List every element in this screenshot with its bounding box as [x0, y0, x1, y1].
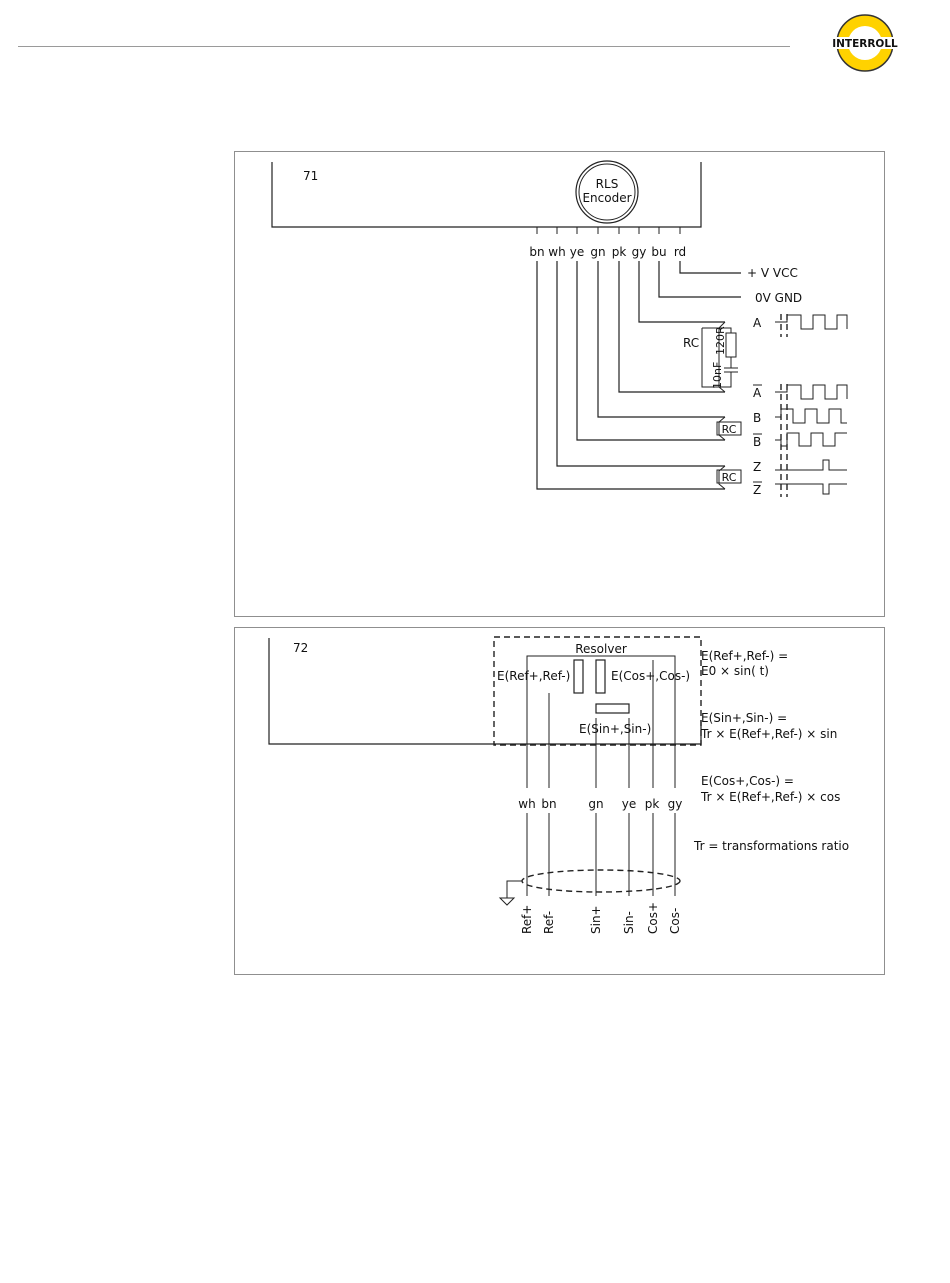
wire-gy: [638, 261, 725, 323]
resolver-wiring-diagram: 72 Resolver E(Ref+,Ref-) E(Cos+,Cos-) E(…: [268, 636, 849, 934]
interroll-logo: INTERROLL: [820, 14, 910, 72]
rc-box-z: [716, 469, 742, 484]
rc-bracket-z: [718, 465, 726, 490]
signal-label-a-bar: A: [753, 386, 762, 400]
pin-label-ref-plus: Ref+: [520, 905, 534, 934]
wire-label-gn: gn: [588, 797, 603, 811]
wire-label-bn: bn: [529, 245, 544, 259]
wire-label-pk: pk: [645, 797, 660, 811]
wire-ye: [576, 261, 725, 441]
pin-label-sin-minus: Sin-: [622, 911, 636, 934]
wire-pk: [618, 261, 725, 393]
figure-number: 71: [303, 169, 318, 183]
rc-box-z-label: RC: [722, 471, 737, 484]
wire-wh: [556, 261, 725, 467]
rc-top-lead: [702, 327, 732, 333]
rc-box-b: [716, 421, 742, 436]
logo-band: [820, 37, 910, 49]
wire-bu: [658, 261, 741, 298]
wire-label-pk: pk: [612, 245, 627, 259]
ground-symbol: [498, 897, 516, 906]
cable-shield: [521, 869, 681, 893]
eq1-line2: E0 × sin( t): [701, 664, 769, 678]
capacitor-label: 10nF: [711, 362, 724, 389]
eq3-line2: Tr × E(Ref+,Ref-) × cos: [700, 790, 840, 804]
wire-label-ye: ye: [622, 797, 636, 811]
coil-cos-label: E(Cos+,Cos-): [611, 669, 690, 683]
wire-bn: [536, 261, 725, 490]
encoder-wiring-diagram: 71 RLS Encoder bn wh ye gn pk gy bu rd +…: [271, 160, 848, 497]
wire-label-gn: gn: [590, 245, 605, 259]
wire-label-rd: rd: [674, 245, 686, 259]
eq3-line1: E(Cos+,Cos-) =: [701, 774, 794, 788]
eq2-line2: Tr × E(Ref+,Ref-) × sin: [700, 727, 837, 741]
pin-label-cos-plus: Cos+: [646, 902, 660, 934]
header-rule: [18, 46, 790, 47]
wire-label-wh: wh: [518, 797, 535, 811]
wire-label-gy: gy: [632, 245, 647, 259]
rc-bracket-b: [718, 416, 726, 441]
supply-vcc-label: + V VCC: [747, 266, 798, 280]
coil-ref-label: E(Ref+,Ref-): [497, 669, 570, 683]
waveform-b-bar: [775, 432, 847, 447]
waveform-z-bar: [775, 483, 847, 495]
wire-label-bu: bu: [651, 245, 666, 259]
resistor-120r: [725, 332, 737, 358]
resolver-label: Resolver: [575, 642, 627, 656]
lower-wires: [526, 813, 676, 896]
capacitor-10nf: [719, 357, 738, 388]
device-outline: [271, 162, 702, 228]
logo-text: INTERROLL: [832, 38, 898, 50]
resolver-enclosure: [493, 636, 702, 746]
coil-cos: [595, 659, 606, 694]
figure-72-panel: 72 Resolver E(Ref+,Ref-) E(Cos+,Cos-) E(…: [234, 627, 885, 975]
coil-sin: [595, 703, 630, 714]
rc-label: RC: [683, 336, 699, 350]
waveform-a-bar: [775, 384, 848, 400]
encoder-label-1: RLS: [596, 177, 619, 191]
figure-71-panel: 71 RLS Encoder bn wh ye gn pk gy bu rd +…: [234, 151, 885, 617]
wire-label-bn: bn: [541, 797, 556, 811]
encoder-circle-outer: [575, 160, 639, 224]
pin-label-sin-plus: Sin+: [589, 905, 603, 934]
waveform-a: [775, 314, 848, 330]
wire-gn: [597, 261, 725, 418]
waveform-z: [775, 459, 847, 471]
coil-sin-label: E(Sin+,Sin-): [579, 722, 651, 736]
coil-ref: [573, 659, 584, 694]
eq2-line1: E(Sin+,Sin-) =: [701, 711, 787, 725]
wire-label-gy: gy: [668, 797, 683, 811]
tr-note: Tr = transformations ratio: [693, 839, 849, 853]
rc-box-b-label: RC: [722, 423, 737, 436]
figure-number: 72: [293, 641, 308, 655]
wire-label-wh: wh: [548, 245, 565, 259]
signal-label-b: B: [753, 411, 761, 425]
pin-label-cos-minus: Cos-: [668, 908, 682, 934]
pin-label-ref-minus: Ref-: [542, 911, 556, 934]
encoder-circle-inner: [578, 163, 636, 221]
eq1-line1: E(Ref+,Ref-) =: [701, 649, 788, 663]
ground-lead: [506, 880, 522, 898]
wire-stubs: [536, 227, 681, 234]
resistor-label: 120R: [714, 326, 727, 355]
resolver-bracket: [526, 655, 676, 660]
signal-label-z: Z: [753, 460, 761, 474]
signal-label-b-bar: B: [753, 435, 761, 449]
supply-gnd-label: 0V GND: [755, 291, 802, 305]
wire-rd: [679, 261, 741, 274]
rc-side-lead: [701, 328, 719, 388]
encoder-label-2: Encoder: [582, 191, 631, 205]
waveform-b: [775, 408, 847, 424]
signal-label-a: A: [753, 316, 762, 330]
rc-bracket: [718, 321, 726, 393]
signal-label-z-bar: Z: [753, 483, 761, 497]
wire-label-ye: ye: [570, 245, 584, 259]
